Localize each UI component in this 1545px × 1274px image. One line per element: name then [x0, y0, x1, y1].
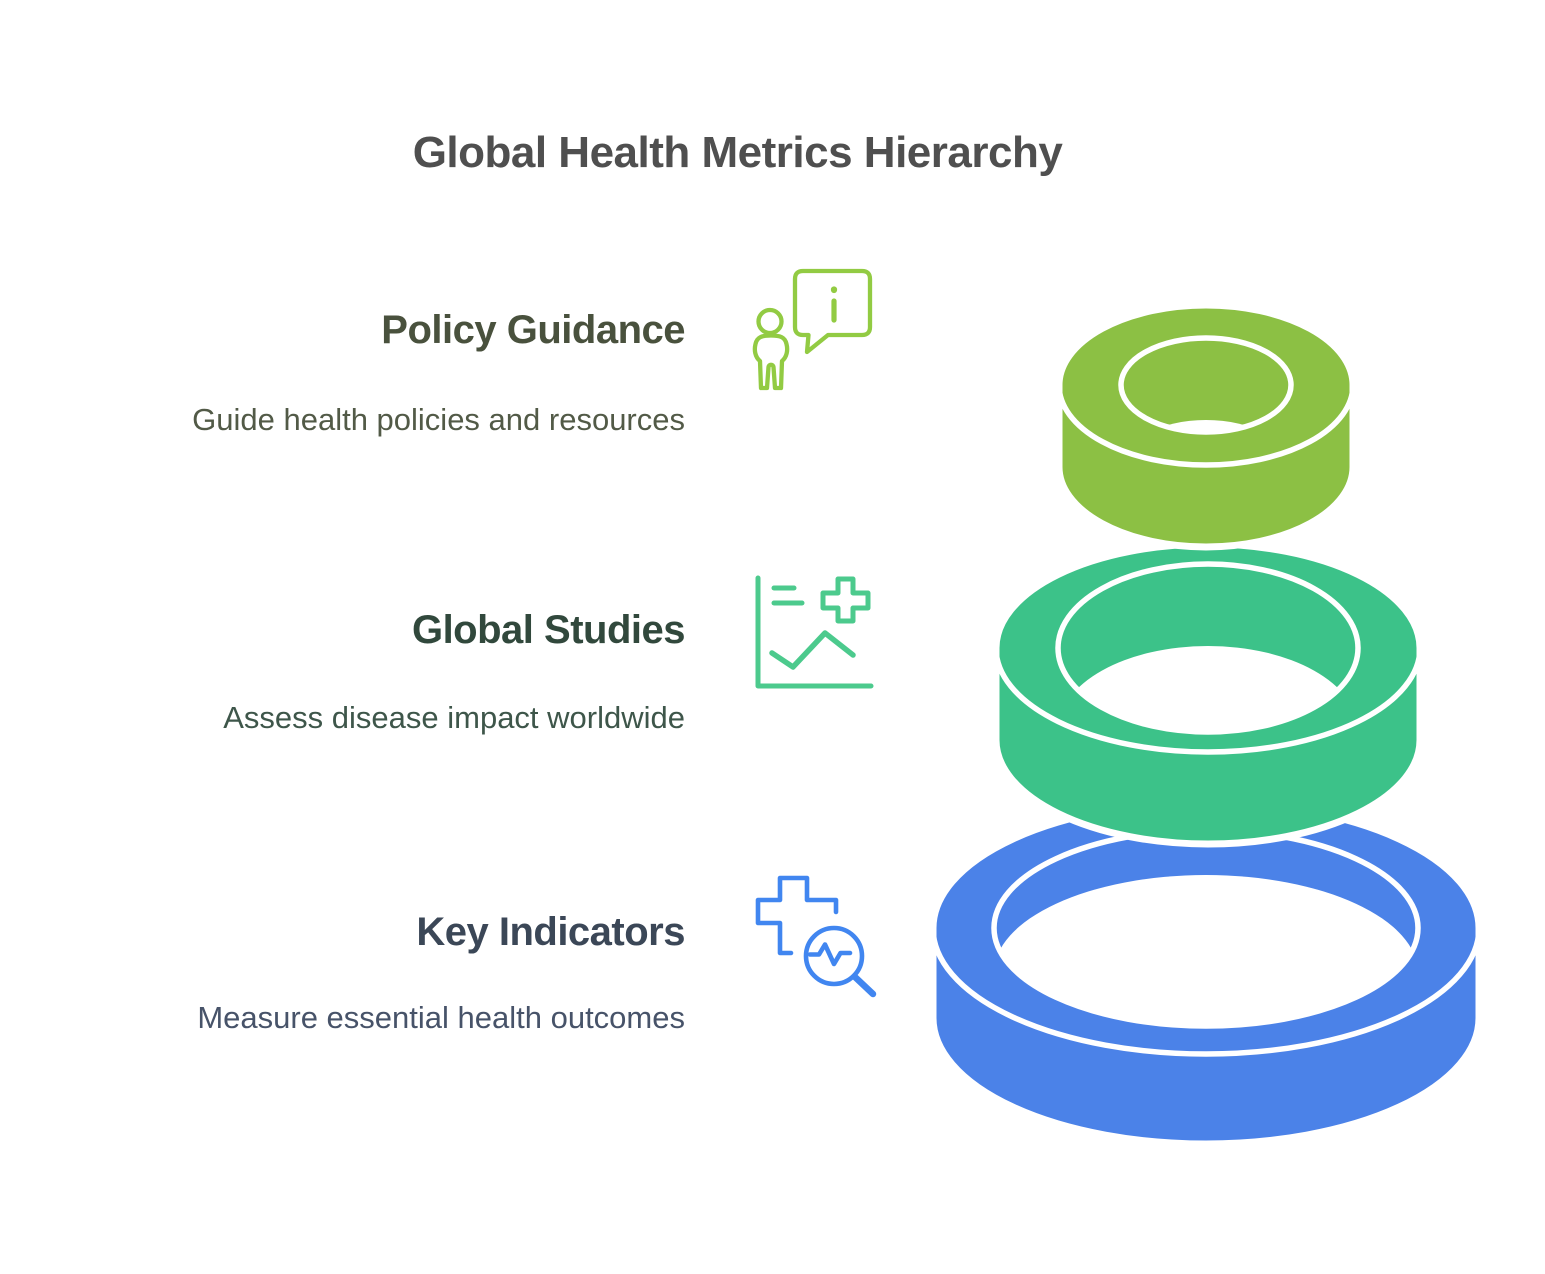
section-description-global-studies: Assess disease impact worldwide [223, 700, 685, 735]
section-heading-policy-guidance: Policy Guidance [381, 308, 685, 352]
person-body [752, 333, 790, 391]
ring-top-rim [1118, 335, 1294, 435]
chart-axes [755, 575, 874, 689]
pulse-line [807, 942, 853, 967]
ring-bottom-seam [930, 927, 1482, 1057]
medical-cross-magnifier-icon [755, 875, 877, 998]
speech-bubble [792, 268, 873, 355]
magnifier-handle [851, 973, 877, 998]
ring-middle-seam [993, 647, 1423, 755]
section-heading-key-indicators: Key Indicators [416, 910, 685, 954]
section-description-policy-guidance: Guide health policies and resources [192, 402, 685, 437]
magnifier-lens [803, 925, 865, 987]
pyramid-ring-bottom [929, 798, 1483, 1148]
section-heading-global-studies: Global Studies [411, 608, 686, 652]
medical-cross-outline [755, 875, 839, 956]
chart-trend-line [769, 630, 856, 670]
pyramid-ring-middle [992, 540, 1424, 848]
section-description-key-indicators: Measure essential health outcomes [197, 1000, 685, 1035]
ring-middle-rim [1055, 561, 1361, 735]
ring-top-seam [1056, 384, 1356, 468]
pyramid-ring-top [1055, 301, 1357, 551]
page-title: Global Health Metrics Hierarchy [412, 128, 1063, 177]
person-info-speech-bubble-icon [752, 268, 873, 391]
person-head [756, 307, 784, 336]
line-chart-medical-plus-icon [755, 575, 874, 689]
medical-plus-outline [820, 576, 871, 624]
